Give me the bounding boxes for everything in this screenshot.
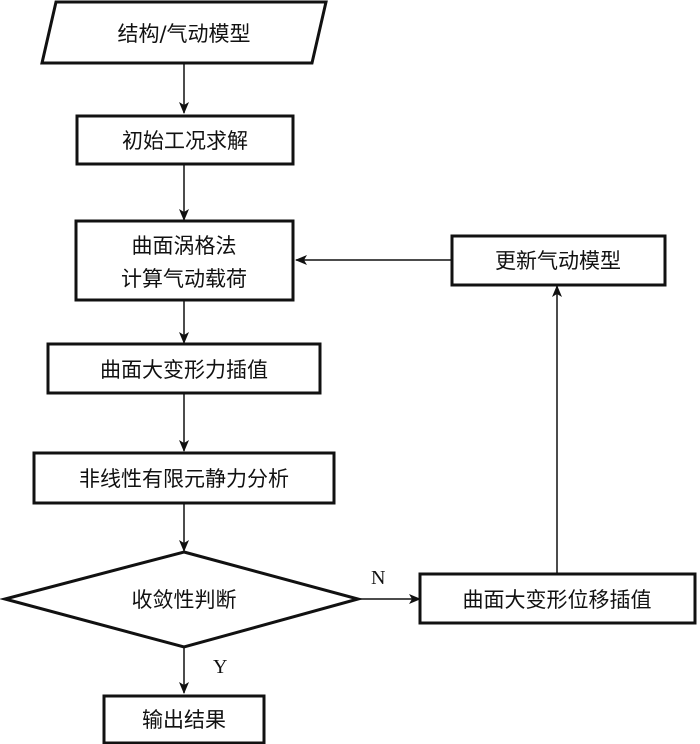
node-vlm: 曲面涡格法 计算气动载荷 bbox=[74, 219, 295, 302]
disp-interp-box bbox=[418, 572, 697, 625]
node-fea: 非线性有限元静力分析 bbox=[32, 451, 336, 505]
fea-label: 非线性有限元静力分析 bbox=[79, 467, 289, 491]
initial-label: 初始工况求解 bbox=[122, 129, 248, 153]
input-label: 结构/气动模型 bbox=[117, 22, 250, 46]
force-interp-box bbox=[46, 342, 322, 395]
fea-box bbox=[32, 451, 336, 505]
node-input: 结构/气动模型 bbox=[40, 0, 328, 65]
node-initial: 初始工况求解 bbox=[75, 114, 295, 166]
force-interp-label: 曲面大变形力插值 bbox=[100, 358, 268, 382]
node-update: 更新气动模型 bbox=[450, 234, 667, 287]
disp-interp-label: 曲面大变形位移插值 bbox=[463, 588, 652, 612]
node-disp-interp: 曲面大变形位移插值 bbox=[418, 572, 697, 625]
converge-diamond bbox=[0, 550, 364, 649]
vlm-label-line2: 计算气动载荷 bbox=[121, 267, 247, 291]
output-label: 输出结果 bbox=[142, 708, 226, 732]
input-parallelogram bbox=[40, 0, 328, 65]
vlm-box bbox=[74, 219, 295, 302]
yes-label: Y bbox=[213, 656, 227, 678]
update-box bbox=[450, 234, 667, 287]
node-converge: 收敛性判断 bbox=[0, 550, 364, 649]
vlm-label-line1: 曲面涡格法 bbox=[132, 234, 237, 258]
converge-label: 收敛性判断 bbox=[132, 588, 237, 612]
initial-box bbox=[75, 114, 295, 166]
update-label: 更新气动模型 bbox=[495, 249, 621, 273]
node-force-interp: 曲面大变形力插值 bbox=[46, 342, 322, 395]
no-label: N bbox=[371, 567, 385, 589]
node-output: 输出结果 bbox=[102, 694, 266, 744]
output-box bbox=[102, 694, 266, 744]
